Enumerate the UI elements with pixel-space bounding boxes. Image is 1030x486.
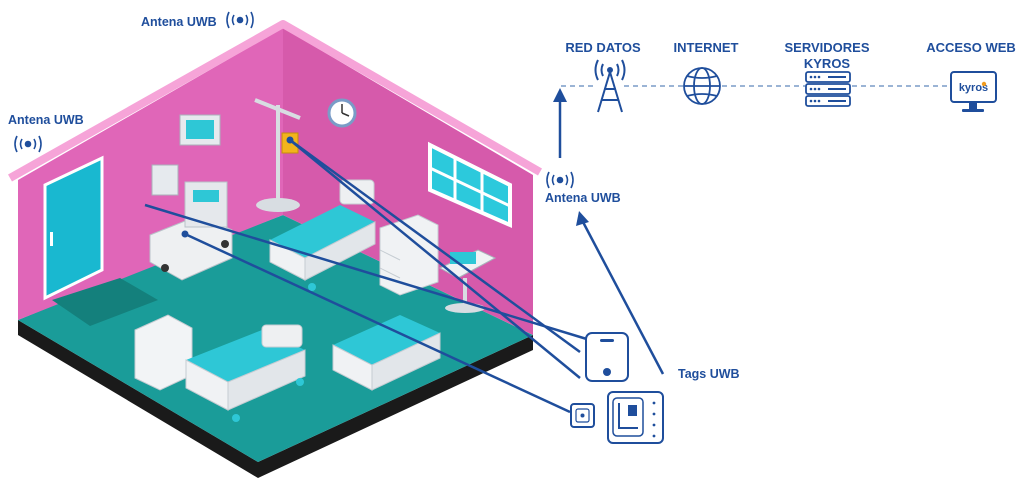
uwb-tag-badge [585,332,629,382]
antena-uwb-top-label: Antena UWB [141,15,217,29]
hospital-bed [185,324,306,422]
acceso-web-label: ACCESO WEB [926,40,1016,55]
armchair [332,315,441,391]
tags-uwb-label: Tags UWB [678,367,740,381]
bedside-cabinet [379,214,439,296]
link-line [289,138,581,354]
internet-label: INTERNET [674,40,739,55]
red-datos-label: RED DATOS [565,40,641,55]
servidores-label: SERVIDORES [784,40,869,55]
wall-top-edge [8,20,542,182]
uwb-tag-small [570,403,595,428]
radio-tower-icon [594,59,626,113]
tags-arrow [576,211,665,375]
link-line [184,232,571,414]
door [43,155,104,301]
network-chain: kyros RED DATOS INTERNET SERVIDORES KYRO… [561,40,1016,113]
kyros-label: KYROS [804,56,851,71]
kyros-logo-dot [981,81,987,87]
monitor-icon: kyros [950,71,997,112]
door-handle [50,232,53,246]
uplink-arrow [553,88,567,158]
cabinet [134,314,193,391]
tag-anchor-dots [181,136,294,238]
tag-links [144,138,591,414]
antena-uwb-right-label: Antena UWB [545,191,621,205]
uwb-tag-anchor-device [607,391,664,444]
clock-hand [341,112,350,117]
kyros-logo-text: kyros [959,82,988,94]
hospital-room [8,20,542,478]
uwb-signal-icon [546,171,574,189]
hospital-bed [269,179,376,291]
iv-pole [254,98,301,212]
floor-mat [52,278,158,326]
link-line [144,203,591,342]
globe-icon [683,67,721,105]
antena-uwb-left-label: Antena UWB [8,113,84,127]
uwb-signal-icon [14,135,42,153]
medical-equipment [149,114,233,281]
server-rack-icon [805,71,851,107]
window-transom [429,166,511,208]
uwb-signal-icon [226,11,254,29]
link-line [289,139,581,379]
